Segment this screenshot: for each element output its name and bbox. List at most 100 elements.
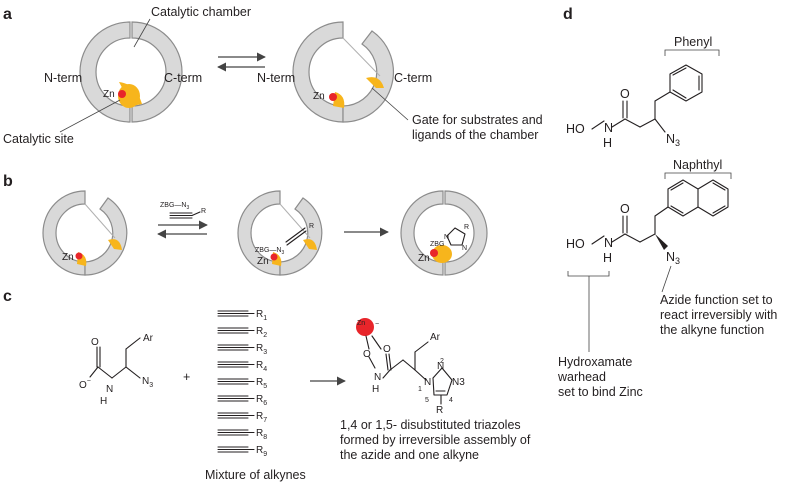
n-term-label: N-term <box>44 71 82 85</box>
n-2: N <box>604 236 613 250</box>
n3-2: N3 <box>666 250 680 266</box>
alkyne-3: R3 <box>217 343 267 356</box>
triazole-desc-line2: formed by irreversible assembly of <box>340 433 531 447</box>
phenyl-label: Phenyl <box>674 35 712 49</box>
h-2: H <box>603 251 612 265</box>
shell-b2 <box>237 190 323 276</box>
catalytic-chamber-label: Catalytic chamber <box>151 5 251 19</box>
phenyl-compound-structure <box>591 64 703 133</box>
shell-b1 <box>42 190 128 276</box>
alkyne-4: R4 <box>217 360 267 373</box>
panel-d-letter: d <box>563 6 573 23</box>
zinc-ion <box>118 90 126 98</box>
prod-n3: N3 <box>452 377 465 388</box>
prod-nh-n: N <box>374 372 381 383</box>
chamber-leader <box>133 18 151 48</box>
naphthyl-compound-structure <box>591 179 729 250</box>
gate-leader <box>371 87 409 121</box>
site-leader <box>59 99 121 133</box>
panel-a-letter: a <box>3 6 12 23</box>
zn-label-2: Zn <box>313 91 325 102</box>
svg-text:R8: R8 <box>256 428 267 441</box>
naphthyl-label: Naphthyl <box>673 158 722 172</box>
svg-text:R1: R1 <box>256 309 267 322</box>
zn-label-b3: Zn <box>418 253 430 264</box>
gate-label-line2: ligands of the chamber <box>412 128 538 142</box>
c-carbonyl-o: O <box>91 337 99 348</box>
n-1: N <box>604 121 613 135</box>
mixture-of-alkynes-label: Mixture of alkynes <box>205 468 306 482</box>
azide-leader <box>661 265 672 293</box>
zinc-ion-open <box>329 93 337 101</box>
azide-desc-line1: Azide function set to <box>660 293 773 307</box>
triazole-desc-line1: 1,4 or 1,5- disubstituted triazoles <box>340 418 521 432</box>
reagent-zbg: ZBG—N3 <box>160 202 189 211</box>
triazole-product-structure <box>356 318 453 405</box>
prod-nh-h: H <box>372 384 379 395</box>
shell-b3-closed <box>400 190 488 276</box>
alkyne-5: R5 <box>217 377 267 390</box>
prod-n1: N <box>444 234 449 241</box>
svg-text:R4: R4 <box>256 360 267 373</box>
prod-n2: N <box>462 245 467 252</box>
closed-enzyme-shell <box>79 21 183 123</box>
reagent-r: R <box>201 208 206 215</box>
prod-r: R <box>464 224 469 231</box>
svg-text:R3: R3 <box>256 343 267 356</box>
closed-gate <box>118 84 140 108</box>
open-enzyme-shell <box>292 21 394 123</box>
alkyne-7: R7 <box>217 411 267 424</box>
prod-r: R <box>436 405 443 416</box>
alkyne-8: R8 <box>217 428 267 441</box>
num-4: 4 <box>449 397 453 404</box>
phenyl-bracket <box>664 49 720 56</box>
azide-desc-line2: react irreversibly with <box>660 308 777 322</box>
prod-zinc <box>356 318 374 336</box>
num-1: 1 <box>418 386 422 393</box>
azide-reagent-structure <box>89 337 141 379</box>
c-term-label: C-term <box>164 71 202 85</box>
zn-label-b2: Zn <box>257 256 269 267</box>
svg-text:R9: R9 <box>256 445 267 458</box>
mid-zbg: ZBG—N3 <box>255 247 284 256</box>
hydroxamate-desc-line1: Hydroxamate <box>558 355 632 369</box>
reagent-alkyne <box>169 211 201 219</box>
o-1: O <box>620 87 630 101</box>
svg-text:R5: R5 <box>256 377 267 390</box>
h-1: H <box>603 136 612 150</box>
prod-zbg: ZBG <box>430 241 444 248</box>
panel-b-letter: b <box>3 173 13 190</box>
mid-r: R <box>309 223 314 230</box>
hydroxamate-desc-line2: warhead <box>557 370 606 384</box>
o-2: O <box>620 202 630 216</box>
c-nh-h: H <box>100 396 107 407</box>
prod-o2: O <box>383 344 391 355</box>
svg-text:R2: R2 <box>256 326 267 339</box>
c-nh-n: N <box>106 384 113 395</box>
svg-text:R6: R6 <box>256 394 267 407</box>
c-plus: + <box>183 370 190 384</box>
prod-ar: Ar <box>430 332 441 343</box>
num-5: 5 <box>425 397 429 404</box>
c-term-label-2: C-term <box>394 71 432 85</box>
alkyne-1: R1 <box>217 309 267 322</box>
c-n3: N3 <box>142 376 153 389</box>
n-term-label-2: N-term <box>257 71 295 85</box>
prod-o1: O <box>363 349 371 360</box>
alkyne-list: R1 R2 R3 R4 R5 R6 R7 R8 <box>217 309 267 458</box>
gate-label-line1: Gate for substrates and <box>412 113 543 127</box>
hydroxamate-bracket <box>567 271 610 277</box>
ho-1: HO <box>566 122 585 136</box>
zn-label: Zn <box>103 89 115 100</box>
prod-n1: N <box>424 377 431 388</box>
alkyne-2: R2 <box>217 326 267 339</box>
catalytic-site-label: Catalytic site <box>3 132 74 146</box>
prod-n2: N <box>437 361 444 372</box>
zn-label-b1: Zn <box>62 252 74 263</box>
prod-minus: − <box>375 321 379 328</box>
panel-c-letter: c <box>3 288 12 305</box>
svg-text:R7: R7 <box>256 411 267 424</box>
alkyne-9: R9 <box>217 445 267 458</box>
triazole-desc-line3: the azide and one alkyne <box>340 448 479 462</box>
